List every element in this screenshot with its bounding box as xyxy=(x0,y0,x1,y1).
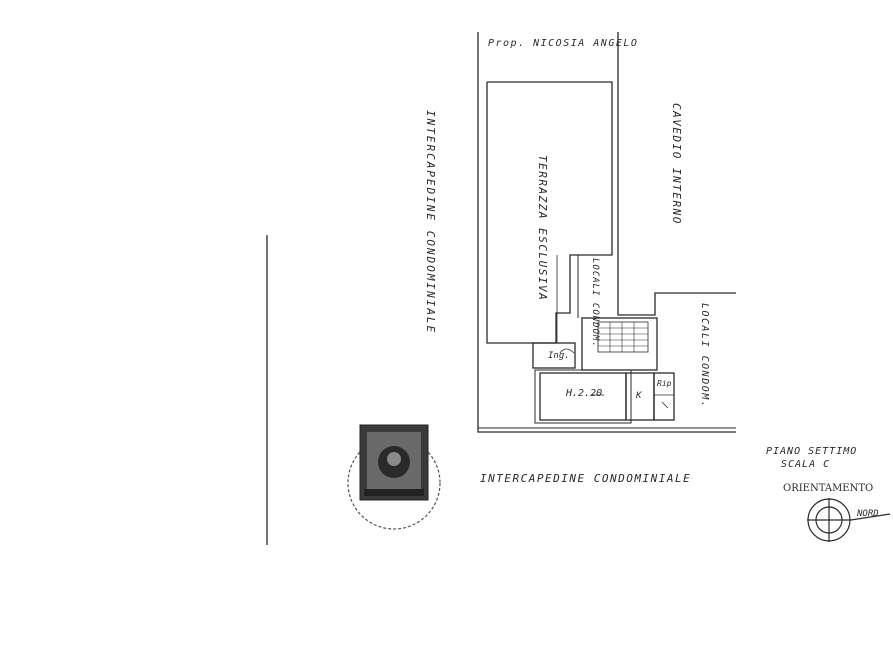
kitchen-label: K xyxy=(636,391,642,401)
locali-condom-upper-label: LOCALI CONDOM. xyxy=(590,258,600,348)
owner-label: Prop. NICOSIA ANGELO xyxy=(488,38,639,49)
north-label: NORD xyxy=(857,509,879,519)
cavedio-boundary xyxy=(617,32,736,316)
floor-label: PIANO SETTIMO xyxy=(766,446,858,457)
outer-boundary xyxy=(477,32,736,433)
stair-label: SCALA C xyxy=(781,459,831,470)
locali-condom-right-label: LOCALI CONDOM. xyxy=(699,303,710,409)
orientation-label: ORIENTAMENTO xyxy=(783,483,874,494)
ingresso-label: Ing. xyxy=(548,351,570,361)
compass-icon xyxy=(807,498,891,542)
room-height-label: H.2.20 xyxy=(566,388,603,399)
ripostiglio-room xyxy=(653,372,675,421)
terrazza-label: TERRAZZA ESCLUSIVA xyxy=(536,155,549,302)
ripostiglio-label: Rip xyxy=(657,379,672,388)
official-stamp xyxy=(347,424,441,530)
stairwell xyxy=(581,317,658,371)
bottom-intercapedine-label: INTERCAPEDINE CONDOMINIALE xyxy=(480,472,692,485)
ingresso-room xyxy=(532,342,576,369)
cavedio-label: CAVEDIO INTERNO xyxy=(670,103,683,225)
left-intercapedine-label: INTERCAPEDINE CONDOMINIALE xyxy=(424,110,437,335)
